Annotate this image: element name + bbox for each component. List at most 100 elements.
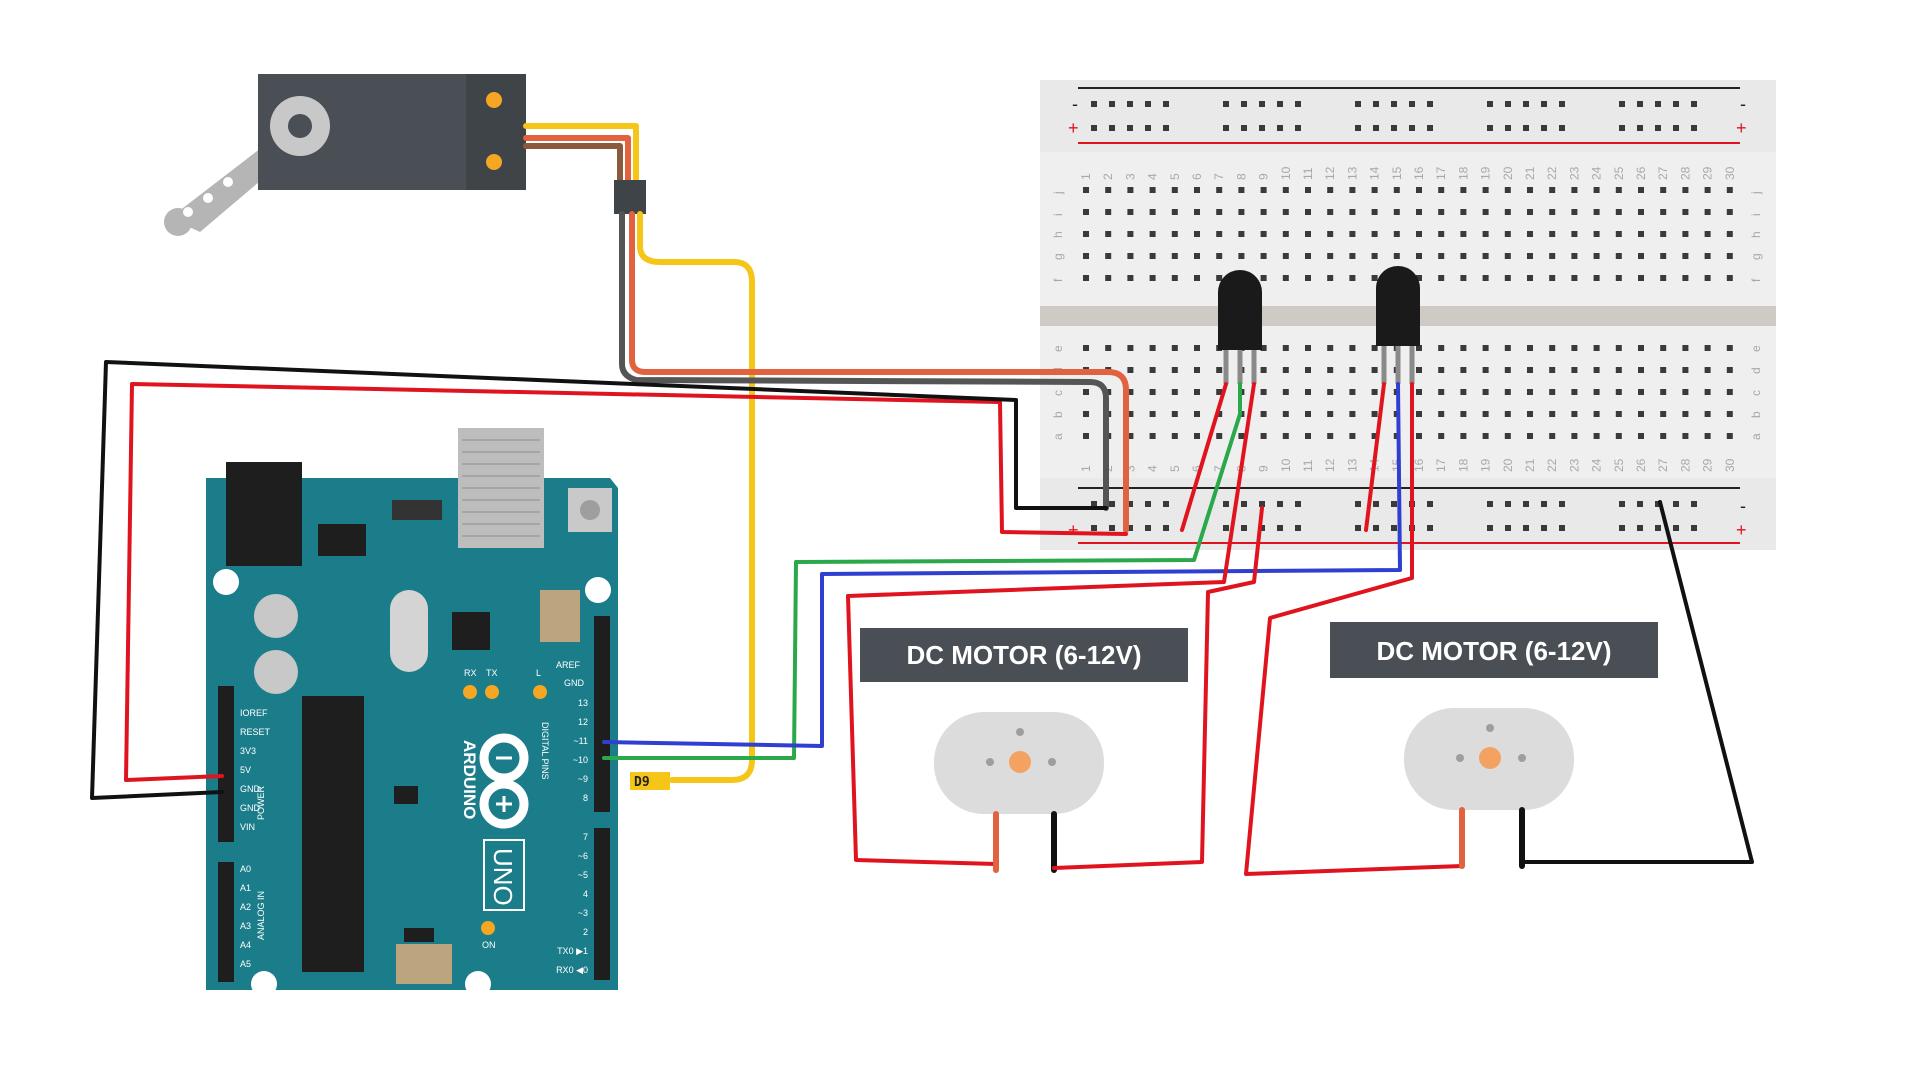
- breadboard-hole: [1194, 433, 1200, 439]
- top-minus-right: -: [1740, 94, 1746, 114]
- breadboard-hole: [1416, 411, 1422, 417]
- breadboard-hole: [1682, 345, 1689, 351]
- breadboard-hole: [1127, 187, 1134, 193]
- power-rail-hole: [1259, 101, 1265, 107]
- servo-mount-hole: [486, 154, 502, 170]
- breadboard-hole: [1371, 253, 1378, 259]
- breadboard-hole: [1549, 411, 1556, 417]
- breadboard-hole: [1282, 411, 1289, 417]
- breadboard-hole: [1216, 367, 1223, 373]
- breadboard-hole: [1416, 433, 1422, 439]
- reset-button-cap: [580, 500, 600, 520]
- column-number-bottom: 27: [1656, 458, 1670, 472]
- breadboard-hole: [1371, 275, 1378, 281]
- breadboard-hole: [1460, 345, 1467, 351]
- breadboard-hole: [1149, 389, 1156, 395]
- breadboard-hole: [1349, 345, 1356, 351]
- breadboard-hole: [1682, 433, 1689, 439]
- breadboard-hole: [1305, 411, 1311, 417]
- breadboard-hole: [1127, 433, 1134, 439]
- breadboard-hole: [1194, 253, 1200, 259]
- icsp-header: [540, 590, 580, 642]
- breadboard-hole: [1504, 187, 1511, 193]
- breadboard-hole: [1171, 411, 1178, 417]
- breadboard-hole: [1460, 231, 1467, 237]
- breadboard-hole: [1549, 187, 1556, 193]
- column-number-top: 19: [1479, 166, 1493, 180]
- breadboard-hole: [1482, 253, 1489, 259]
- breadboard-hole: [1571, 187, 1578, 193]
- servo-horn-screw: [288, 114, 312, 138]
- crystal-oscillator: [390, 590, 428, 672]
- dc-motor-2: DC MOTOR (6-12V): [1330, 622, 1658, 810]
- breadboard-hole: [1682, 275, 1689, 281]
- breadboard-hole: [1238, 209, 1245, 215]
- power-rail-hole: [1541, 101, 1547, 107]
- breadboard-hole: [1615, 345, 1622, 351]
- d9-pin-tag-text: D9: [634, 775, 650, 790]
- breadboard-hole: [1216, 275, 1223, 281]
- breadboard-hole: [1549, 367, 1556, 373]
- power-rail-hole: [1655, 525, 1661, 531]
- column-number-top: 29: [1701, 166, 1715, 180]
- breadboard-hole: [1149, 209, 1156, 215]
- breadboard-hole: [1260, 389, 1267, 395]
- analog-section-label: ANALOG IN: [256, 891, 266, 940]
- breadboard-hole: [1260, 433, 1267, 439]
- column-number-top: 7: [1212, 173, 1226, 180]
- power-rail-hole: [1295, 501, 1301, 507]
- breadboard-hole: [1704, 231, 1711, 237]
- motor-2-label: DC MOTOR (6-12V): [1377, 636, 1612, 666]
- row-letter-right: e: [1749, 345, 1763, 352]
- breadboard-hole: [1305, 231, 1311, 237]
- servo-mount-hole: [486, 92, 502, 108]
- power-rail-hole: [1505, 101, 1511, 107]
- smd-component: [394, 786, 418, 804]
- breadboard-hole: [1105, 231, 1112, 237]
- column-number-bottom: 25: [1612, 458, 1626, 472]
- power-rail-hole: [1427, 125, 1433, 131]
- breadboard-hole: [1638, 209, 1644, 215]
- breadboard-hole: [1527, 411, 1533, 417]
- breadboard-hole: [1682, 253, 1689, 259]
- breadboard-hole: [1660, 209, 1667, 215]
- breadboard-hole: [1593, 187, 1600, 193]
- breadboard-hole: [1216, 411, 1223, 417]
- breadboard-hole: [1327, 389, 1334, 395]
- power-rail-hole: [1355, 501, 1361, 507]
- aref-label: AREF: [556, 660, 581, 670]
- breadboard-hole: [1371, 231, 1378, 237]
- breadboard-hole: [1704, 411, 1711, 417]
- column-number-top: 5: [1168, 173, 1182, 180]
- breadboard-hole: [1327, 187, 1334, 193]
- row-letter-left: b: [1051, 411, 1065, 418]
- breadboard-hole: [1438, 231, 1445, 237]
- breadboard-hole: [1438, 433, 1445, 439]
- power-rail-hole: [1259, 125, 1265, 131]
- breadboard-hole: [1349, 433, 1356, 439]
- column-number-top: 28: [1678, 166, 1692, 180]
- power-rail-hole: [1091, 525, 1097, 531]
- breadboard-hole: [1171, 275, 1178, 281]
- breadboard-hole: [1171, 187, 1178, 193]
- breadboard-hole: [1593, 275, 1600, 281]
- capacitor: [254, 650, 298, 694]
- power-rail-hole: [1295, 101, 1301, 107]
- breadboard-hole: [1438, 411, 1445, 417]
- breadboard-hole: [1726, 231, 1733, 237]
- breadboard-labels: 1122334455667788991010111112121313141415…: [1051, 166, 1763, 472]
- breadboard-hole: [1571, 411, 1578, 417]
- breadboard-hole: [1349, 275, 1356, 281]
- row-letter-right: a: [1749, 433, 1763, 440]
- power-rail-hole: [1673, 525, 1679, 531]
- breadboard-hole: [1549, 389, 1556, 395]
- breadboard-hole: [1216, 433, 1223, 439]
- power-rail-hole: [1259, 525, 1265, 531]
- breadboard-hole: [1571, 389, 1578, 395]
- breadboard-hole: [1305, 345, 1311, 351]
- power-rail-hole: [1109, 525, 1115, 531]
- digital-pin-label: ~10: [573, 755, 588, 765]
- column-number-bottom: 6: [1190, 465, 1204, 472]
- power-rail-hole: [1109, 101, 1115, 107]
- breadboard-hole: [1260, 275, 1267, 281]
